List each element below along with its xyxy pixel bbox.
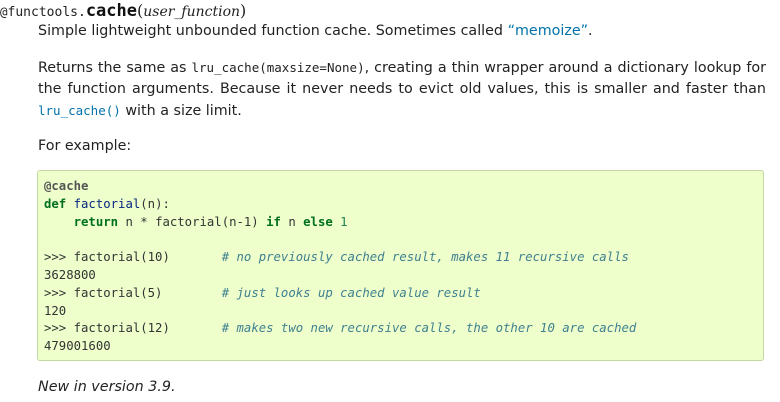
lru-cache-link[interactable]: lru_cache() (38, 103, 121, 118)
repl-prompt: >>> (44, 250, 67, 265)
code-line-3: return n * factorial(n-1) if n else 1 (44, 214, 757, 232)
returns-text-c: with a size limit. (120, 103, 242, 119)
repl-call: factorial(12) (66, 321, 222, 336)
code-keyword-if: if (266, 214, 281, 229)
summary-paragraph: Simple lightweight unbounded function ca… (38, 21, 766, 42)
decorator-symbol: @ (0, 4, 8, 19)
code-indent (44, 215, 74, 229)
close-paren: ) (240, 1, 247, 20)
code-params: (n): (140, 196, 170, 211)
function-signature: @ functools. cache ( user_function ) (0, 0, 246, 22)
code-expression: n * factorial(n-1) (118, 214, 267, 229)
code-listing: @cache def factorial(n): return n * facto… (44, 178, 757, 356)
code-function-name: factorial (73, 196, 141, 211)
returns-text-a: Returns the same as (38, 60, 192, 76)
summary-period: . (588, 23, 593, 39)
code-line-8: 120 (44, 303, 757, 321)
code-line-7: >>> factorial(5) # just looks up cached … (44, 285, 757, 303)
repl-prompt: >>> (44, 285, 67, 300)
lru-cache-maxsize-literal: lru_cache(maxsize=None) (191, 60, 365, 75)
repl-call: factorial(5) (66, 285, 222, 300)
code-keyword-def: def (44, 196, 67, 211)
repl-call: factorial(10) (66, 250, 222, 265)
repl-prompt: >>> (44, 321, 67, 336)
repl-output: 3628800 (44, 267, 96, 282)
summary-text: Simple lightweight unbounded function ca… (38, 23, 508, 39)
code-keyword-return: return (73, 214, 119, 229)
code-line-1: @cache (44, 178, 757, 196)
code-comment: # no previously cached result, makes 11 … (221, 250, 629, 265)
code-example-block: @cache def factorial(n): return n * facto… (37, 170, 764, 361)
repl-output: 479001600 (44, 339, 111, 354)
code-comment: # just looks up cached value result (221, 285, 481, 300)
memoize-link[interactable]: “memoize” (507, 23, 589, 39)
code-line-2: def factorial(n): (44, 196, 757, 214)
function-parameter: user_function (143, 4, 241, 20)
code-line-10: 479001600 (44, 338, 757, 356)
version-note: New in version 3.9. (38, 379, 176, 395)
code-number: 1 (332, 214, 348, 229)
example-intro: For example: (38, 138, 132, 154)
returns-paragraph: Returns the same as lru_cache(maxsize=No… (38, 57, 766, 122)
function-name: cache (85, 1, 137, 21)
open-paren: ( (137, 1, 144, 20)
code-keyword-else: else (303, 214, 333, 229)
returns-text-b: , creating a thin wrapper around a dicti… (38, 60, 766, 97)
code-line-9: >>> factorial(12) # makes two new recurs… (44, 320, 757, 338)
code-line-blank (44, 231, 757, 249)
code-line-6: 3628800 (44, 267, 757, 285)
module-prefix: functools. (7, 5, 86, 20)
code-decorator: @cache (44, 179, 89, 193)
code-line-5: >>> factorial(10) # no previously cached… (44, 249, 757, 267)
code-condition: n (280, 214, 304, 229)
code-comment: # makes two new recursive calls, the oth… (221, 321, 637, 336)
repl-output: 120 (44, 303, 67, 318)
